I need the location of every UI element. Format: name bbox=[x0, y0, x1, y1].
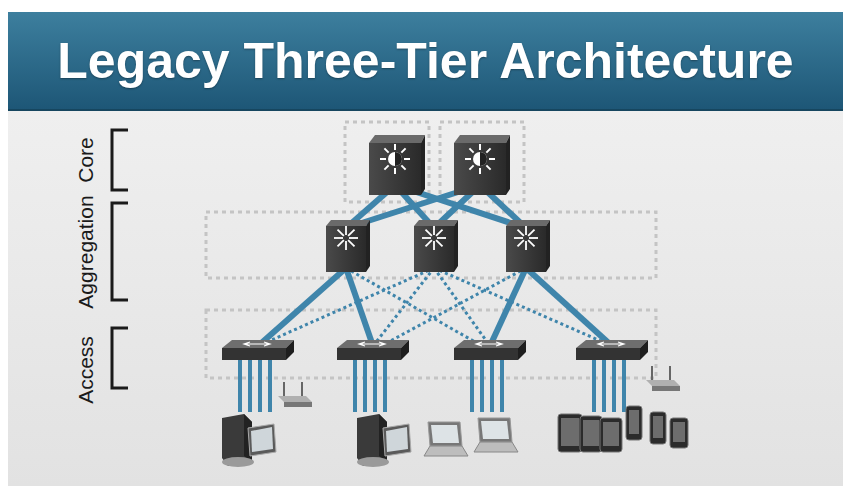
tier-group bbox=[206, 212, 656, 278]
device-link bbox=[353, 358, 357, 412]
panel-ground bbox=[8, 110, 843, 486]
tier-label: Aggregation bbox=[74, 195, 98, 308]
tier-bracket bbox=[112, 328, 128, 388]
access-switch bbox=[576, 340, 648, 360]
mobile-device bbox=[670, 418, 688, 448]
title-text: Legacy Three-Tier Architecture bbox=[57, 32, 793, 90]
core-switch bbox=[369, 135, 425, 195]
network-link bbox=[381, 268, 526, 346]
network-link bbox=[258, 268, 434, 346]
tier-group bbox=[440, 122, 524, 202]
device-link bbox=[238, 358, 242, 412]
device-link bbox=[622, 358, 626, 412]
device-link bbox=[248, 358, 252, 412]
device-link bbox=[383, 358, 387, 412]
access-switch bbox=[222, 340, 294, 360]
title-banner bbox=[8, 12, 843, 110]
desktop-computer bbox=[222, 414, 276, 467]
desktop-computer bbox=[357, 414, 411, 467]
mobile-device bbox=[650, 412, 666, 444]
laptop bbox=[424, 422, 468, 456]
mobile-device bbox=[600, 418, 622, 452]
device-link bbox=[602, 358, 606, 412]
network-link bbox=[346, 268, 482, 346]
device-link bbox=[470, 358, 474, 412]
mobile-device bbox=[626, 406, 642, 440]
laptop bbox=[474, 418, 518, 452]
wireless-access-point bbox=[278, 382, 312, 407]
network-link bbox=[258, 268, 346, 346]
aggregation-switch bbox=[326, 220, 370, 272]
device-link bbox=[363, 358, 367, 412]
tier-label: Core bbox=[74, 137, 98, 183]
device-link bbox=[612, 358, 616, 412]
core-switch bbox=[454, 135, 510, 195]
tier-bracket bbox=[112, 203, 128, 300]
device-link bbox=[592, 358, 596, 412]
access-switch bbox=[454, 340, 526, 360]
access-switch bbox=[337, 340, 409, 360]
mobile-device bbox=[580, 416, 602, 452]
tier-label: Access bbox=[74, 336, 98, 404]
tier-bracket bbox=[112, 130, 128, 190]
mobile-device bbox=[558, 414, 582, 452]
device-link bbox=[268, 358, 272, 412]
wireless-access-point bbox=[646, 366, 680, 391]
device-link bbox=[373, 358, 377, 412]
aggregation-switch bbox=[414, 220, 458, 272]
device-link bbox=[490, 358, 494, 412]
device-link bbox=[258, 358, 262, 412]
network-link bbox=[490, 268, 526, 346]
device-link bbox=[480, 358, 484, 412]
device-link bbox=[500, 358, 504, 412]
aggregation-switch bbox=[506, 220, 550, 272]
tier-group bbox=[345, 122, 429, 202]
network-link bbox=[526, 268, 612, 346]
banner-edge bbox=[8, 109, 843, 111]
